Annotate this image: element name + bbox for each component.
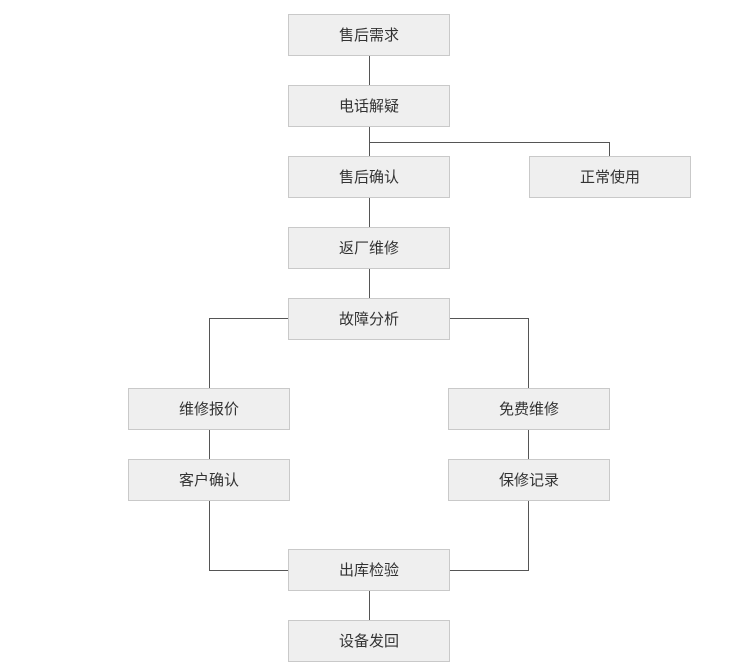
node-ship-back: 设备发回 <box>288 620 450 662</box>
node-phone-solve: 电话解疑 <box>288 85 450 127</box>
node-outbound-check: 出库检验 <box>288 549 450 591</box>
edge-fault-analysis-to-free-repair <box>450 318 529 388</box>
node-customer-confirm: 客户确认 <box>128 459 290 501</box>
node-return-repair: 返厂维修 <box>288 227 450 269</box>
edge-fault-analysis-to-repair-quote <box>209 318 288 388</box>
node-normal-use: 正常使用 <box>529 156 691 198</box>
node-sales-demand: 售后需求 <box>288 14 450 56</box>
edge-phone-solve-to-normal-use <box>369 142 610 156</box>
node-fault-analysis: 故障分析 <box>288 298 450 340</box>
node-sales-confirm: 售后确认 <box>288 156 450 198</box>
node-warranty-record: 保修记录 <box>448 459 610 501</box>
edge-customer-confirm-to-outbound-check <box>209 501 288 571</box>
node-repair-quote: 维修报价 <box>128 388 290 430</box>
edge-warranty-record-to-outbound-check <box>450 501 529 571</box>
node-free-repair: 免费维修 <box>448 388 610 430</box>
